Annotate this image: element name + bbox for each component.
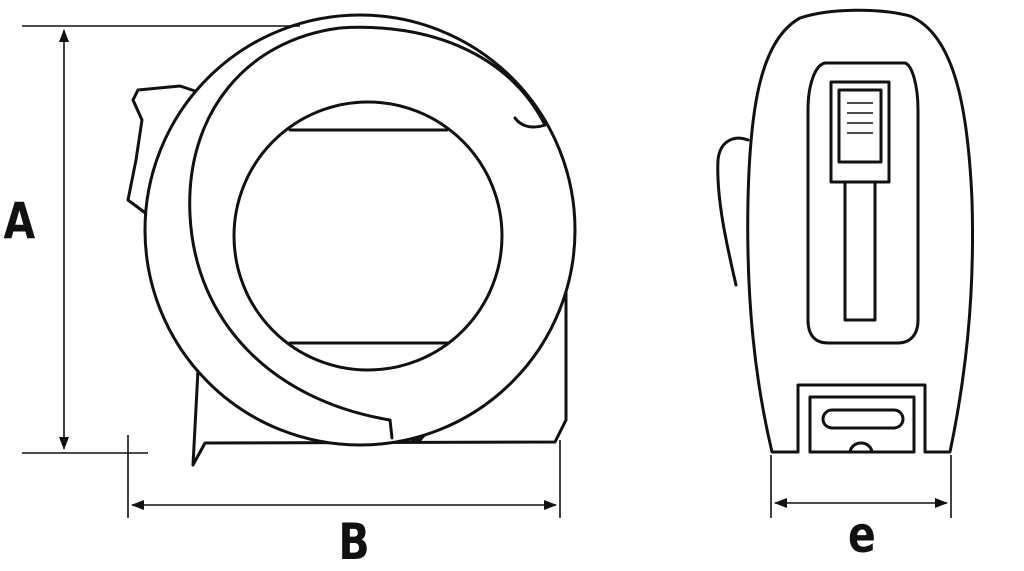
outlet-notch [848, 441, 874, 454]
dimension-e [770, 455, 952, 518]
side-body [746, 8, 975, 454]
dimension-label-b: B [338, 513, 370, 571]
inner-window [232, 100, 504, 372]
dimension-label-e: e [848, 506, 876, 564]
side-belt-clip [716, 136, 750, 287]
dimension-label-a: A [3, 192, 36, 250]
front-view [126, 13, 577, 467]
tape-slot [821, 408, 905, 430]
slide-track [843, 180, 877, 322]
lock-button-grip [837, 88, 883, 164]
dimension-a [22, 25, 300, 454]
dimension-b [127, 435, 561, 518]
swirl-band [188, 25, 547, 440]
side-view [716, 8, 975, 454]
side-inner-panel [806, 61, 920, 345]
swirl-band-edge [513, 116, 547, 129]
